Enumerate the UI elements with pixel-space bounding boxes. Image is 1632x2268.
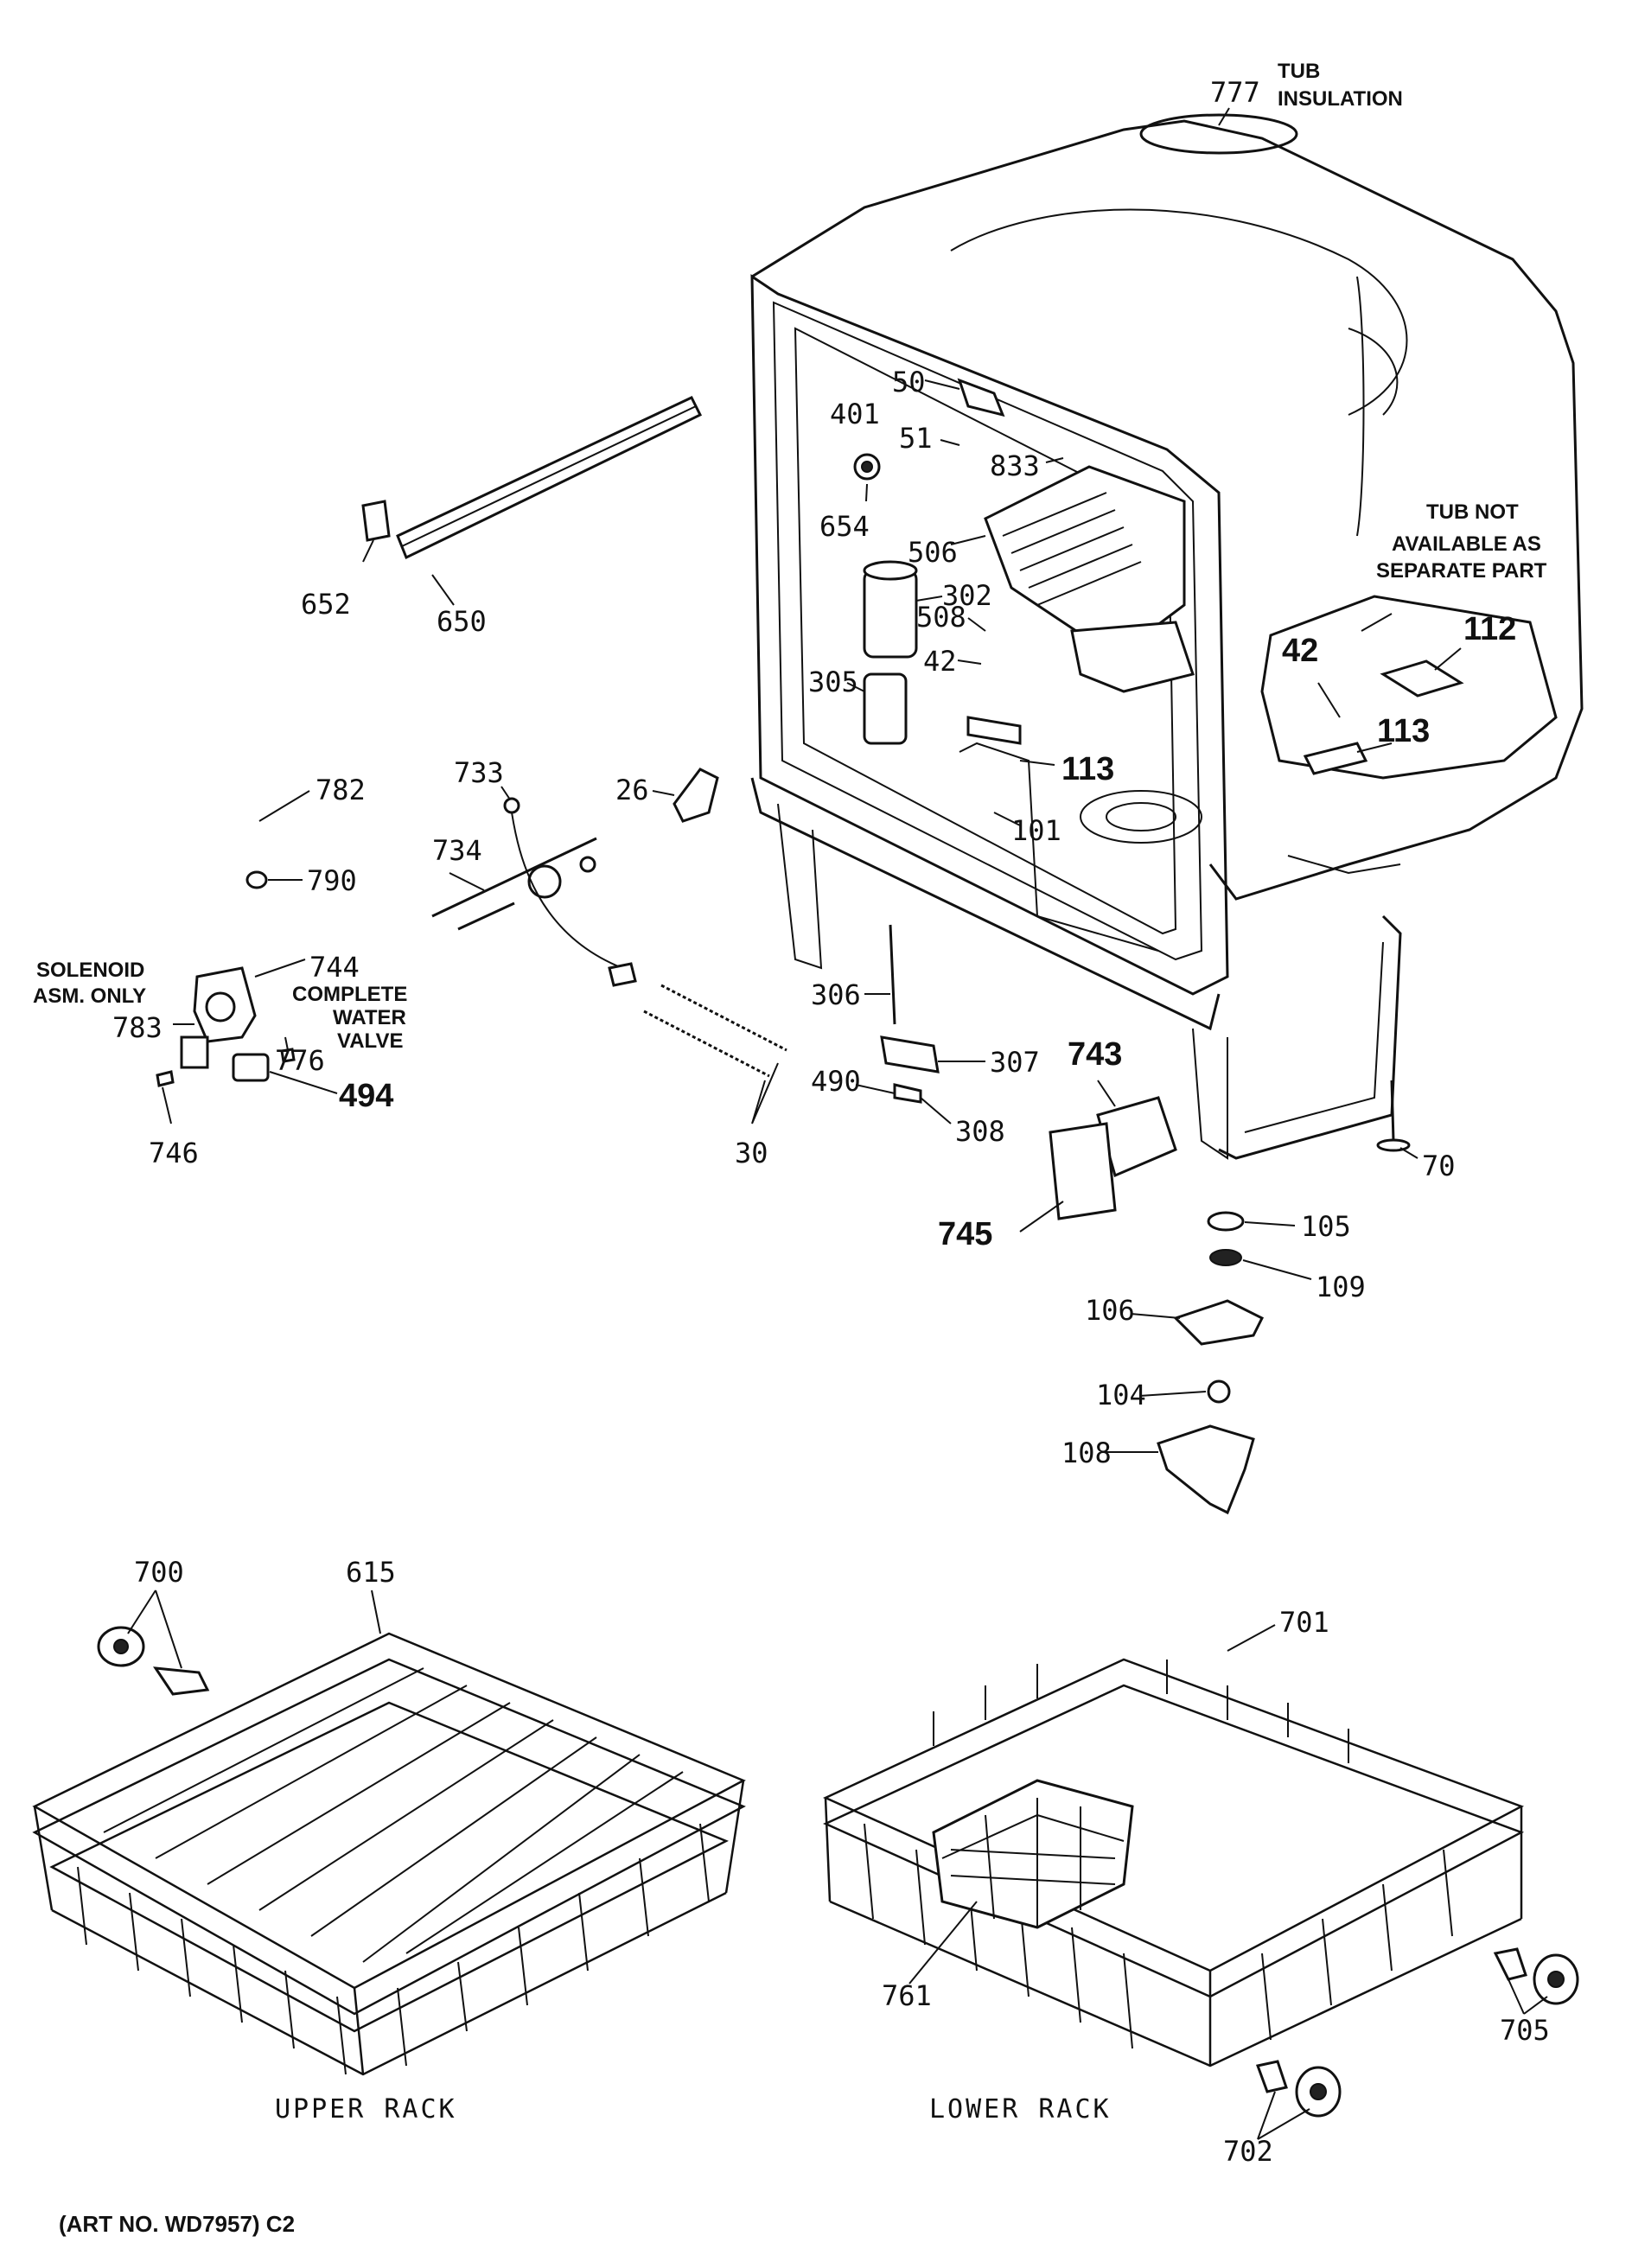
nut-104 (1207, 1379, 1231, 1404)
note-tub-not-line-3: SEPARATE PART (1376, 559, 1547, 583)
callout-790: 790 (307, 864, 357, 897)
lower-rack-roller-705 (1493, 1947, 1579, 2005)
washer-109 (1209, 1249, 1242, 1266)
upper-rack-rollers (97, 1626, 210, 1696)
note-tub-not-line-2: AVAILABLE AS (1392, 532, 1541, 556)
callout-112: 112 (1463, 611, 1516, 647)
lower-rack-roller-702 (1255, 2060, 1342, 2118)
callout-113-a: 113 (1061, 751, 1114, 787)
callout-702: 702 (1223, 2135, 1273, 2168)
note-solenoid-line-1: SOLENOID (36, 959, 144, 982)
callout-401: 401 (830, 398, 880, 430)
note-tub-insulation-line-1: TUB (1278, 60, 1320, 83)
callout-745: 745 (938, 1216, 992, 1252)
callout-761: 761 (882, 1979, 932, 2012)
leader-lines (127, 107, 1548, 2140)
callout-26: 26 (615, 774, 649, 806)
callout-101: 101 (1011, 814, 1061, 847)
callout-650: 650 (437, 605, 487, 638)
fill-hose (206, 779, 252, 908)
lower-rack (822, 1658, 1525, 2067)
callout-743: 743 (1068, 1036, 1122, 1073)
callout-490: 490 (811, 1065, 861, 1098)
callout-109: 109 (1316, 1271, 1366, 1303)
note-tub-insulation-line-2: INSULATION (1278, 87, 1403, 111)
callout-777: 777 (1210, 76, 1260, 109)
callout-494: 494 (339, 1078, 393, 1114)
callout-701: 701 (1279, 1606, 1329, 1639)
note-valve-line-3: VALVE (337, 1029, 403, 1053)
door-springs (643, 984, 787, 1078)
tub-assembly (750, 113, 1584, 1160)
note-valve-line-1: COMPLETE (292, 983, 407, 1006)
callout-70: 70 (1422, 1150, 1456, 1182)
callout-104: 104 (1096, 1379, 1146, 1411)
callout-776: 776 (275, 1044, 325, 1077)
callout-306: 306 (811, 978, 861, 1011)
callout-307: 307 (990, 1046, 1040, 1079)
door-gasket-strip (396, 396, 703, 560)
callout-700: 700 (134, 1556, 184, 1589)
caption-lower-rack: LOWER RACK (929, 2094, 1112, 2125)
bracket-108 (1157, 1424, 1255, 1515)
callout-105: 105 (1301, 1210, 1351, 1243)
callout-705: 705 (1500, 2014, 1550, 2047)
callout-51: 51 (899, 422, 933, 455)
hose-plug (245, 870, 268, 889)
callout-30: 30 (735, 1137, 768, 1169)
plate-106 (1173, 1299, 1265, 1346)
callout-42-b: 42 (1282, 633, 1318, 669)
art-number: (ART NO. WD7957) C2 (59, 2211, 295, 2237)
water-valve (156, 966, 296, 1087)
note-solenoid-line-2: ASM. ONLY (33, 984, 146, 1008)
callout-305: 305 (808, 666, 858, 698)
callout-308: 308 (955, 1115, 1005, 1148)
callout-733: 733 (454, 756, 504, 789)
caption-upper-rack: UPPER RACK (275, 2094, 457, 2125)
gasket-clip (361, 500, 391, 542)
callout-labels: 777 50 401 51 833 654 506 302 508 42 305… (112, 76, 1550, 2168)
callout-42-a: 42 (923, 645, 957, 678)
callout-106: 106 (1085, 1294, 1135, 1327)
callout-108: 108 (1061, 1437, 1112, 1469)
upper-rack (32, 1632, 746, 2076)
screw-306 (889, 924, 896, 1025)
electrical-box (1049, 1096, 1177, 1220)
switch-307 (880, 1035, 940, 1104)
door-latch-assembly (431, 797, 637, 987)
washer-105 (1207, 1211, 1245, 1232)
callout-746: 746 (149, 1137, 199, 1169)
note-tub-not-line-1: TUB NOT (1426, 500, 1519, 524)
hinge-bracket (673, 768, 719, 823)
callout-652: 652 (301, 588, 351, 621)
tub-inset-detail (1260, 595, 1558, 780)
callout-654: 654 (819, 510, 870, 543)
callout-302: 302 (942, 579, 992, 612)
captions: UPPER RACK LOWER RACK (ART NO. WD7957) C… (59, 2094, 1112, 2237)
callout-615: 615 (346, 1556, 396, 1589)
callout-113-b: 113 (1377, 713, 1430, 749)
callout-833: 833 (990, 449, 1040, 482)
callout-506: 506 (908, 536, 958, 569)
callout-508: 508 (916, 601, 966, 634)
notes: TUB INSULATION TUB NOT AVAILABLE AS SEPA… (33, 60, 1547, 1053)
callout-50: 50 (892, 366, 926, 398)
callout-783: 783 (112, 1011, 163, 1044)
callout-744: 744 (309, 951, 360, 984)
callout-734: 734 (432, 834, 482, 867)
note-valve-line-2: WATER (333, 1006, 406, 1029)
callout-782: 782 (316, 774, 366, 806)
